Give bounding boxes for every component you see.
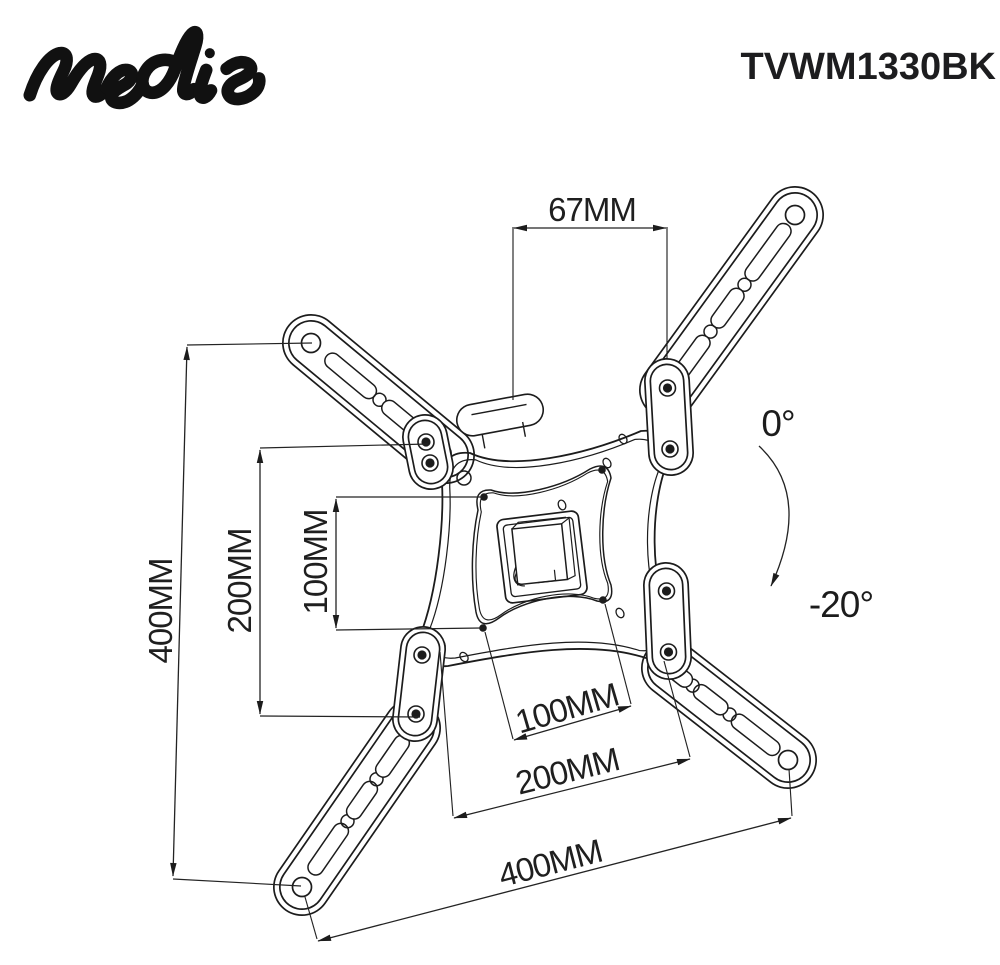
tilt-annotation: 0° -20°	[758, 403, 874, 625]
vesa100-hole	[598, 466, 606, 474]
screw	[661, 586, 672, 596]
logo-letter-e	[100, 63, 149, 110]
logo-i-dot	[204, 48, 215, 59]
screw	[662, 383, 673, 393]
arm-tip-hole	[291, 876, 313, 898]
logo-letter-d	[136, 25, 204, 101]
screw	[663, 647, 674, 657]
screw	[411, 709, 421, 719]
tilt-max-label: 0°	[761, 403, 794, 444]
arm-upper-right	[639, 186, 824, 419]
arm-tip-hole	[784, 204, 806, 226]
dim-label-200mm-bottom: 200MM	[512, 740, 623, 801]
pivot-pad-lower-right	[643, 562, 692, 680]
vesa100-hole	[479, 624, 487, 632]
vesa100-hole	[599, 596, 607, 604]
dim-line-100mm-bottom	[513, 705, 632, 741]
tilt-arc-arrow	[758, 445, 790, 587]
plate-oval-hole	[618, 433, 628, 445]
plate-oval-hole	[615, 607, 625, 619]
plate-inner-pincushion	[471, 465, 613, 625]
model-number: TVWM1330BK	[741, 46, 997, 88]
arm-hole	[703, 324, 718, 339]
plate-oval-hole	[459, 651, 469, 663]
arm-hole	[737, 277, 752, 292]
arm-tip-hole	[777, 749, 799, 771]
central-opening	[496, 510, 588, 604]
dimension-lines	[170, 224, 792, 942]
pivot-pad-lower-left	[392, 626, 446, 742]
dim-label-400mm-bottom: 400MM	[495, 832, 606, 894]
pivot-pad-upper-right	[644, 358, 694, 476]
plate-oval-hole	[602, 457, 612, 469]
bracket-hook	[513, 566, 525, 587]
logo-letter-s	[220, 55, 266, 106]
dim-line-400mm-left	[170, 346, 190, 877]
arm-hole	[372, 392, 387, 408]
nedis-logo	[23, 25, 266, 110]
plate-corner-hole	[456, 470, 472, 486]
dim-line-200mm-bottom	[453, 758, 691, 819]
arm-lower-right	[641, 639, 817, 789]
wall-hook-tab	[455, 393, 545, 449]
dim-label-200mm-left: 200MM	[221, 528, 258, 633]
dim-label-100mm-bottom: 100MM	[511, 675, 622, 740]
screw	[425, 458, 435, 468]
wall-bracket-through-opening	[511, 516, 576, 587]
dim-line-400mm-bottom	[317, 817, 792, 942]
dim-label-400mm-left: 400MM	[142, 558, 179, 663]
screw	[665, 444, 675, 454]
logo-letter-n	[23, 46, 113, 103]
arm-lower-left	[273, 699, 441, 916]
vesa100-hole	[480, 493, 488, 501]
screw	[417, 650, 427, 660]
plate-inner-pincushion-offset	[475, 469, 609, 621]
pivot-pad-upper-left	[402, 414, 454, 490]
dim-label-67mm: 67MM	[548, 191, 636, 228]
tilt-min-label: -20°	[809, 584, 873, 625]
plate-oval-hole	[557, 499, 567, 511]
screw	[421, 437, 431, 447]
logo-letter-i	[193, 63, 218, 104]
bracket-step	[537, 569, 557, 584]
extension-lines	[172, 227, 793, 940]
dim-label-100mm-left: 100MM	[297, 509, 334, 614]
